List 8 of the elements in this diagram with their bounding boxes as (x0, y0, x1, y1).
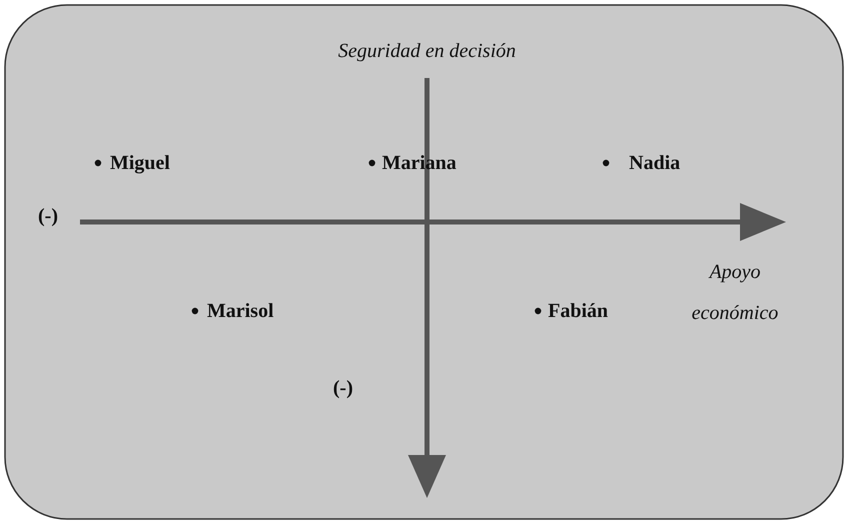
point-label: Fabián (548, 300, 608, 322)
axis-title: Seguridad en decisión (338, 40, 516, 62)
point-label: Marisol (207, 300, 274, 322)
negative-sign: (-) (38, 205, 58, 227)
axis-title: Apoyo económico (690, 260, 780, 326)
point-label: Nadia (629, 152, 680, 174)
point-label: Miguel (110, 152, 170, 174)
negative-sign: (-) (333, 377, 353, 399)
